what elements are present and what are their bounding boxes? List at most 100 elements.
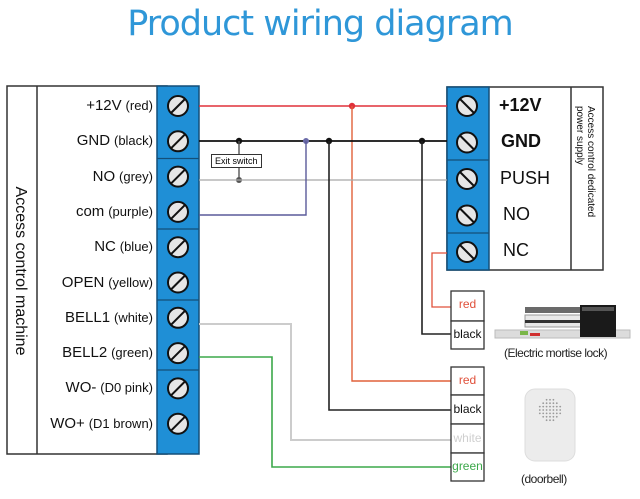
- terminal-name: +12V: [86, 97, 122, 114]
- controller-terminal-label: GND (black): [77, 132, 153, 149]
- speaker-hole: [545, 409, 548, 411]
- bell-green-box: [450, 452, 485, 482]
- wire-doorbell-black: [328, 141, 451, 411]
- terminal-wire-color: (D0 pink): [100, 380, 153, 396]
- terminal-name: WO-: [65, 379, 97, 397]
- screw-slot: [459, 134, 475, 151]
- terminal-wire-color: (white): [113, 309, 153, 325]
- speaker-hole: [542, 409, 545, 411]
- speaker-hole: [559, 409, 562, 411]
- controller-name: Access control machine: [12, 186, 29, 356]
- speaker-hole: [545, 415, 548, 418]
- speaker-hole: [542, 405, 545, 408]
- terminal-wire-color: (purple): [108, 203, 153, 219]
- screw-slot: [459, 207, 475, 224]
- terminal-wire-color: (D1 brown): [88, 415, 153, 431]
- speaker-hole: [552, 409, 555, 411]
- terminal-name: NC: [94, 238, 116, 256]
- screw-slot: [170, 239, 186, 255]
- screw-slot: [459, 244, 475, 260]
- screw-slot: [170, 415, 186, 432]
- speaker-hole: [555, 415, 558, 418]
- bell-wire-red: red: [458, 373, 477, 387]
- screw-slot: [459, 98, 475, 114]
- screw-slot: [170, 310, 186, 326]
- terminal-wire-color: (red): [125, 98, 153, 113]
- screw-slot: [170, 168, 186, 185]
- speaker-hole: [552, 402, 555, 405]
- ps-terminal-gnd: GND: [501, 131, 541, 151]
- wire-bell1-white: [199, 323, 451, 441]
- speaker-hole: [549, 412, 551, 415]
- lock-black-box: [450, 320, 485, 350]
- speaker-hole: [559, 412, 562, 415]
- speaker-hole: [545, 405, 548, 408]
- speaker-hole: [542, 415, 545, 418]
- speaker-hole: [555, 405, 558, 408]
- terminal-name: NO: [92, 167, 116, 185]
- power-supply-name-line1: Access control dedicated: [585, 106, 596, 218]
- terminal-wire-color: (blue): [119, 239, 153, 255]
- wire-doorbell-red: [351, 106, 451, 382]
- screw-slot: [170, 98, 186, 114]
- controller-terminal-label: NO (grey): [93, 168, 153, 185]
- doorbell-image: [524, 388, 576, 462]
- terminal-name: com: [75, 202, 105, 220]
- controller-terminal-label: BELL2 (green): [62, 344, 153, 361]
- bell-wire-black: black: [453, 402, 482, 416]
- ps-terminal-push: PUSH: [500, 168, 551, 188]
- terminal-wire-color: (grey): [119, 168, 153, 184]
- speaker-hole: [549, 402, 551, 405]
- speaker-hole: [542, 402, 545, 405]
- lock-caption: (Electric mortise lock): [504, 346, 608, 360]
- wire-com-purple: [199, 141, 307, 216]
- controller-terminal-label: NC (blue): [94, 238, 153, 255]
- lock-wire-red: red: [458, 297, 477, 311]
- speaker-hole: [555, 409, 558, 411]
- speaker-hole: [538, 409, 541, 411]
- power-supply-name: Access control dedicated power supply: [574, 106, 596, 256]
- bell-wire-green: green: [452, 459, 483, 473]
- speaker-hole: [555, 412, 558, 415]
- power-supply-terminal-block: [446, 86, 490, 271]
- speaker-hole: [545, 412, 548, 415]
- bell-red-box: [450, 366, 485, 396]
- bell-black-box: [450, 394, 485, 425]
- wire-lock-black: [421, 141, 451, 335]
- controller-terminal-label: WO+ (D1 brown): [50, 415, 153, 432]
- wire-bell2-green: [199, 356, 451, 468]
- controller-terminal-label: OPEN (yellow): [62, 274, 153, 291]
- screw-slot: [170, 345, 186, 361]
- screw-slot: [459, 171, 475, 187]
- ps-terminal-no: NO: [503, 204, 530, 224]
- speaker-hole: [549, 405, 551, 408]
- speaker-hole: [552, 398, 555, 401]
- terminal-wire-color: (yellow): [108, 274, 153, 290]
- speaker-hole: [538, 405, 541, 408]
- doorbell-caption: (doorbell): [521, 472, 567, 486]
- ps-terminal-12v: +12V: [499, 95, 542, 115]
- terminal-name: BELL2: [62, 344, 108, 362]
- speaker-hole: [555, 402, 558, 405]
- screw-slot: [170, 204, 186, 220]
- terminal-name: GND: [76, 132, 111, 150]
- lock-wire-black: black: [453, 327, 482, 341]
- bell-white-box: [450, 423, 485, 454]
- speaker-hole: [552, 412, 555, 415]
- bell-wire-white: white: [453, 431, 482, 445]
- speaker-hole: [549, 409, 551, 411]
- speaker-hole: [549, 415, 551, 418]
- controller-terminal-label: WO- (D0 pink): [66, 379, 153, 396]
- speaker-hole: [549, 398, 551, 401]
- speaker-hole: [545, 419, 548, 422]
- controller-terminal-label: +12V (red): [86, 97, 153, 114]
- speaker-hole: [552, 415, 555, 418]
- terminal-name: OPEN: [61, 273, 105, 291]
- terminal-wire-color: (black): [113, 133, 153, 149]
- screw-slot: [170, 133, 186, 150]
- speaker-hole: [552, 419, 555, 422]
- speaker-hole: [549, 419, 551, 422]
- controller-terminal-label: BELL1 (white): [65, 309, 153, 326]
- terminal-name: BELL1: [65, 308, 111, 326]
